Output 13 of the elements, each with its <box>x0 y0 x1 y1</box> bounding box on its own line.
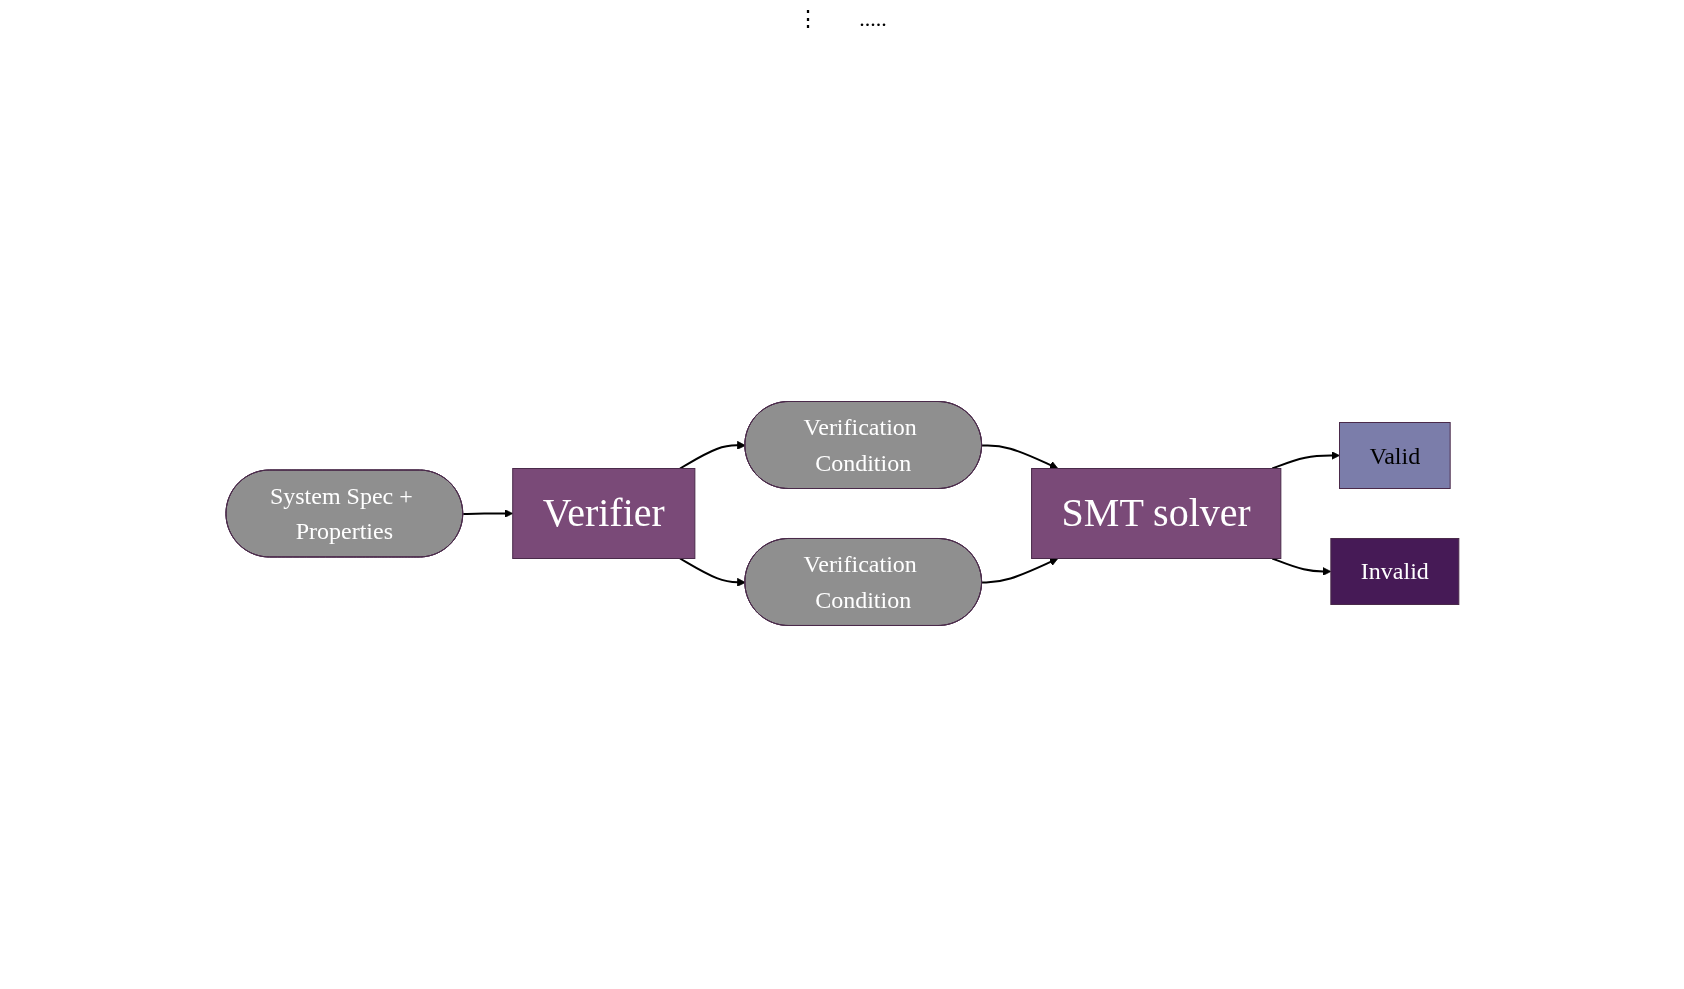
node-box: Verifier <box>511 468 695 559</box>
arrow <box>678 557 746 587</box>
arrow <box>678 440 746 470</box>
note-text: ⋮ <box>797 6 820 32</box>
node-box: SMT solver <box>1030 468 1281 559</box>
note-text: ..... <box>859 6 887 32</box>
arrow <box>980 557 1058 584</box>
node-box: Invalid <box>1329 538 1459 605</box>
arrow <box>461 509 513 518</box>
arrow <box>1270 557 1331 576</box>
arrow <box>1270 451 1340 470</box>
arrow <box>980 444 1058 470</box>
node-box: Valid <box>1338 422 1451 489</box>
